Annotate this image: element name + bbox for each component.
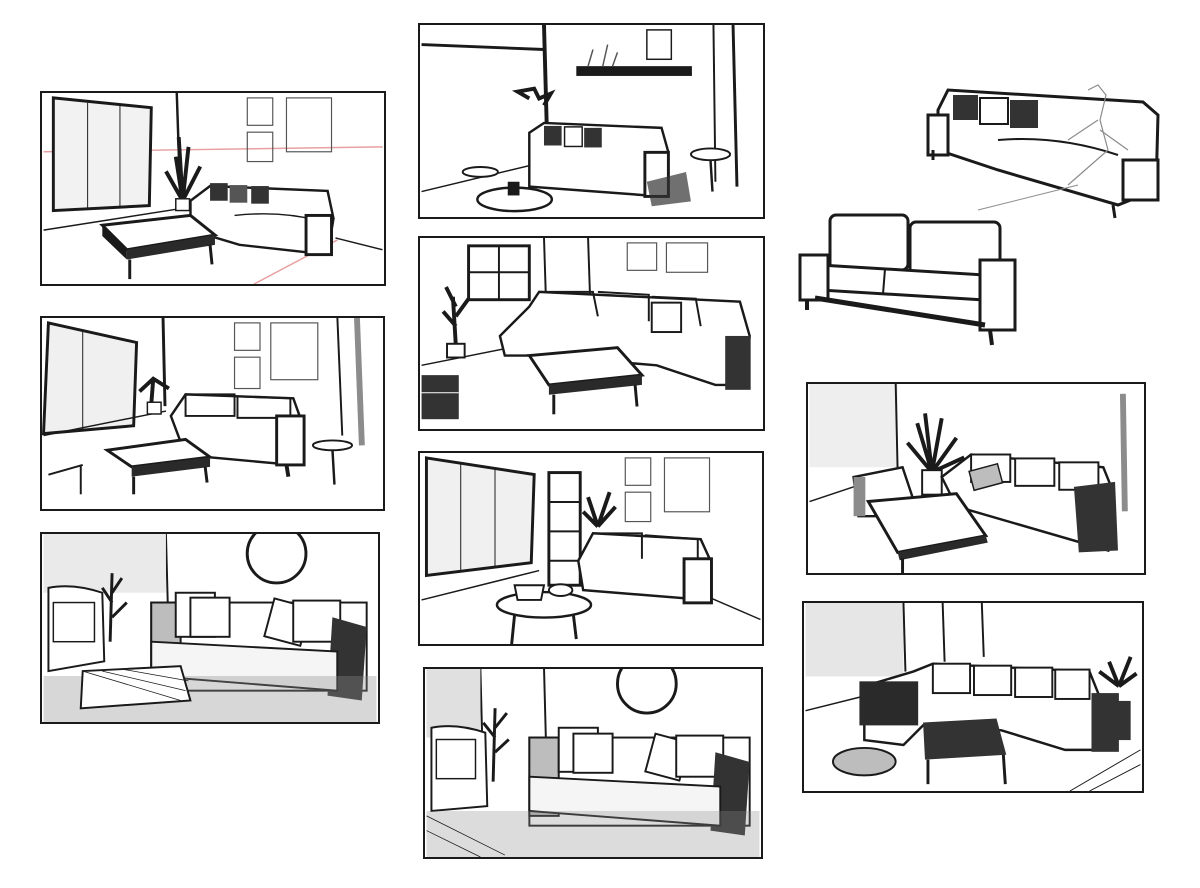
living-room-sketch-9: [805, 603, 1141, 791]
storyboard-panel-4: [418, 23, 765, 219]
living-room-sketch-3: [43, 534, 377, 722]
storyboard-panel-6: [418, 451, 764, 646]
storyboard-panel-1: [40, 91, 386, 286]
loose-sketch-sofa-with-figure: [918, 80, 1168, 220]
living-room-sketch-4: [421, 25, 739, 213]
living-room-sketch-6: [421, 456, 761, 644]
three-seat-sofa-sketch: [926, 84, 1160, 219]
living-room-sketch-5: [421, 238, 751, 420]
storyboard-panel-5: [418, 236, 765, 431]
living-room-sketch-7: [426, 669, 760, 857]
storyboard-panel-2: [40, 316, 385, 511]
living-room-sketch-1: [43, 93, 383, 284]
living-room-sketch-2: [42, 318, 365, 495]
storyboard-panel-9: [802, 601, 1144, 793]
storyboard-panel-7: [423, 667, 763, 859]
living-room-sketch-8: [809, 384, 1128, 573]
storyboard-panel-8: [806, 382, 1146, 575]
storyboard-panel-3: [40, 532, 380, 724]
loveseat-sketch: [798, 213, 1017, 346]
loose-sketch-loveseat: [795, 210, 1023, 350]
